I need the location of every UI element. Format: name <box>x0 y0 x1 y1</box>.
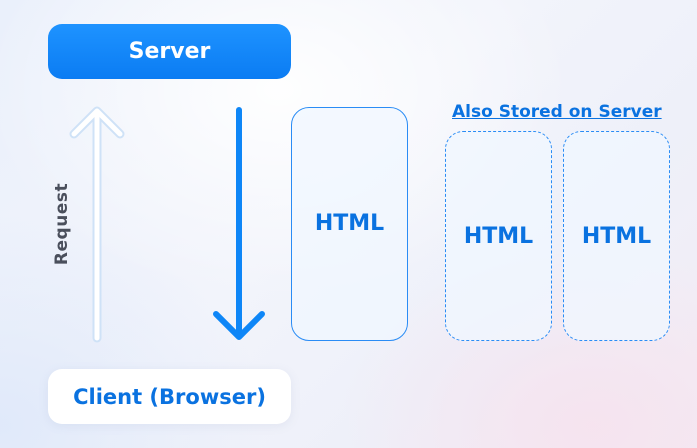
html-card-sent-label: HTML <box>314 211 385 236</box>
html-card-stored-2: HTML <box>563 131 670 341</box>
html-card-stored-2-label: HTML <box>581 223 652 249</box>
server-label: Server <box>128 39 211 64</box>
client-box: Client (Browser) <box>48 369 291 424</box>
html-card-stored-1-label: HTML <box>463 223 534 249</box>
server-box: Server <box>48 24 291 79</box>
request-label: Request <box>52 182 72 266</box>
html-card-stored-1: HTML <box>445 131 552 341</box>
also-stored-heading[interactable]: Also Stored on Server <box>452 102 662 122</box>
client-label: Client (Browser) <box>73 384 266 409</box>
request-arrow-up-icon <box>69 106 125 343</box>
response-arrow-down-icon <box>213 107 265 340</box>
html-card-sent: HTML <box>291 107 408 341</box>
